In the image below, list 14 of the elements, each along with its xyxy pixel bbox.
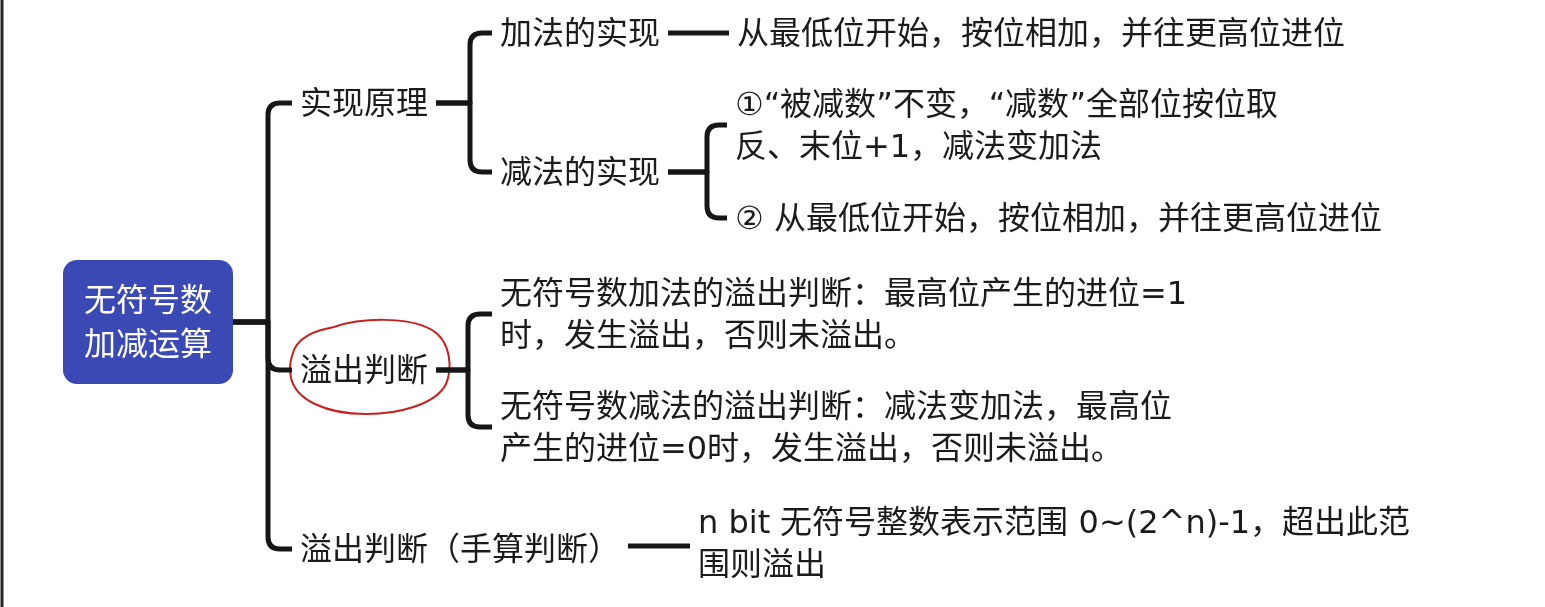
note-text: ② 从最低位开始，按位相加，并往更高位进位 [727,197,1390,239]
branch-label: 溢出判断（手算判断） [292,528,628,570]
note-text: n bit 无符号整数表示范围 0~(2^n)-1，超出此范围则溢出 [690,501,1426,585]
note-text: 从最低位开始，按位相加，并往更高位进位 [729,12,1353,54]
root-box: 无符号数加减运算 [63,260,233,384]
branch-label: 加法的实现 [492,12,668,54]
note-text: ①“被减数”不变，“减数”全部位按位取反、末位+1，减法变加法 [727,83,1293,167]
branch-label: 溢出判断 [292,349,436,391]
note-text: 无符号数加法的溢出判断：最高位产生的进位=1时，发生溢出，否则未溢出。 [492,272,1208,356]
connector-line [628,543,690,549]
branch-label: 减法的实现 [492,151,668,193]
branch-label: 实现原理 [292,82,436,124]
note-text: 无符号数减法的溢出判断：减法变加法，最高位产生的进位=0时，发生溢出，否则未溢出。 [492,385,1208,469]
connector-line [668,30,729,36]
